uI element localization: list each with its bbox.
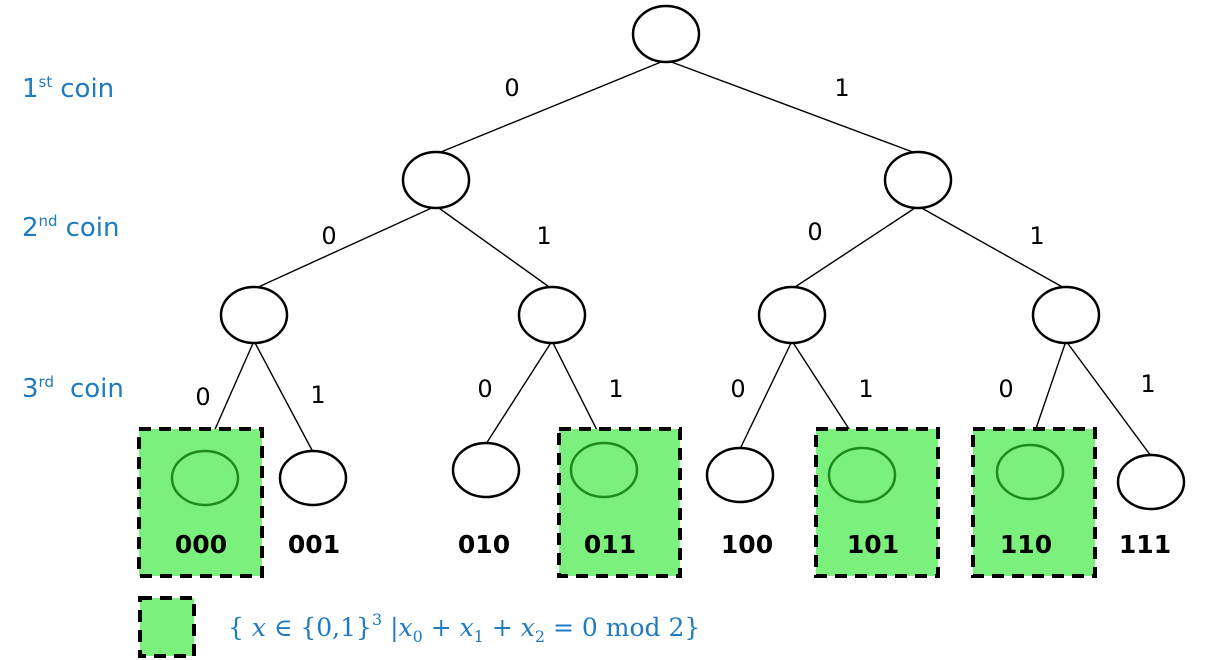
edge-1-1 (917, 205, 1067, 290)
edge-label-8: 0 (477, 375, 492, 403)
tree-nodes (170, 4, 1186, 511)
edge-root-0 (435, 59, 667, 155)
edge-leaf-001 (253, 340, 314, 453)
edge-root-1 (665, 59, 919, 155)
edge-label-13: 1 (1140, 370, 1155, 398)
edge-leaf-011 (551, 340, 605, 445)
tree-node-LR (517, 285, 587, 345)
leaf-label-000: 000 (175, 530, 227, 559)
edge-leaf-010 (485, 340, 553, 445)
leaf-label-101: 101 (847, 530, 899, 559)
edge-0-0 (253, 205, 437, 290)
edge-label-10: 0 (730, 375, 745, 403)
edge-label-12: 0 (998, 375, 1013, 403)
leaf-label-100: 100 (721, 530, 773, 559)
leaf-label-010: 010 (458, 530, 510, 559)
leaf-node-000 (170, 449, 240, 507)
leaf-label-111: 111 (1119, 530, 1171, 559)
edge-leaf-100 (739, 340, 793, 450)
edge-label-0: 0 (504, 74, 519, 102)
edge-0-1 (435, 205, 553, 290)
leaf-node-101 (827, 446, 897, 504)
edge-label-11: 1 (858, 375, 873, 403)
leaf-label-011: 011 (584, 530, 636, 559)
leaf-node-010 (451, 441, 521, 499)
tree-node-r (631, 4, 701, 64)
leaf-label-001: 001 (288, 530, 340, 559)
edge-label-1: 1 (834, 74, 849, 102)
leaf-labels: 000 001 010 011 100 101 110 111 (175, 530, 1171, 559)
edge-label-5: 1 (1029, 222, 1044, 250)
edge-1-0 (791, 205, 919, 290)
leaf-node-110 (995, 443, 1065, 501)
tree-node-L (401, 150, 471, 210)
edge-label-9: 1 (608, 375, 623, 403)
legend-formula: { x ∈ {0,1}3 |x0 + x1 + x2 = 0 mod 2} (228, 610, 700, 646)
leaf-node-011 (569, 441, 639, 499)
edge-label-2: 0 (321, 222, 336, 250)
edge-label-6: 0 (195, 383, 210, 411)
edge-label-7: 1 (310, 381, 325, 409)
legend-swatch (138, 596, 196, 658)
tree-node-R (883, 150, 953, 210)
edge-label-4: 0 (807, 218, 822, 246)
leaf-node-001 (278, 449, 348, 507)
edge-labels: 0 1 0 1 0 1 0 1 0 1 0 1 0 1 (195, 74, 1155, 411)
leaf-node-100 (705, 446, 775, 504)
edge-leaf-111 (1065, 340, 1152, 457)
tree-node-LL (219, 285, 289, 345)
tree-node-RR (1031, 285, 1101, 345)
leaf-node-111 (1116, 453, 1186, 511)
edge-label-3: 1 (536, 222, 551, 250)
tree-node-RL (757, 285, 827, 345)
leaf-label-110: 110 (1000, 530, 1052, 559)
